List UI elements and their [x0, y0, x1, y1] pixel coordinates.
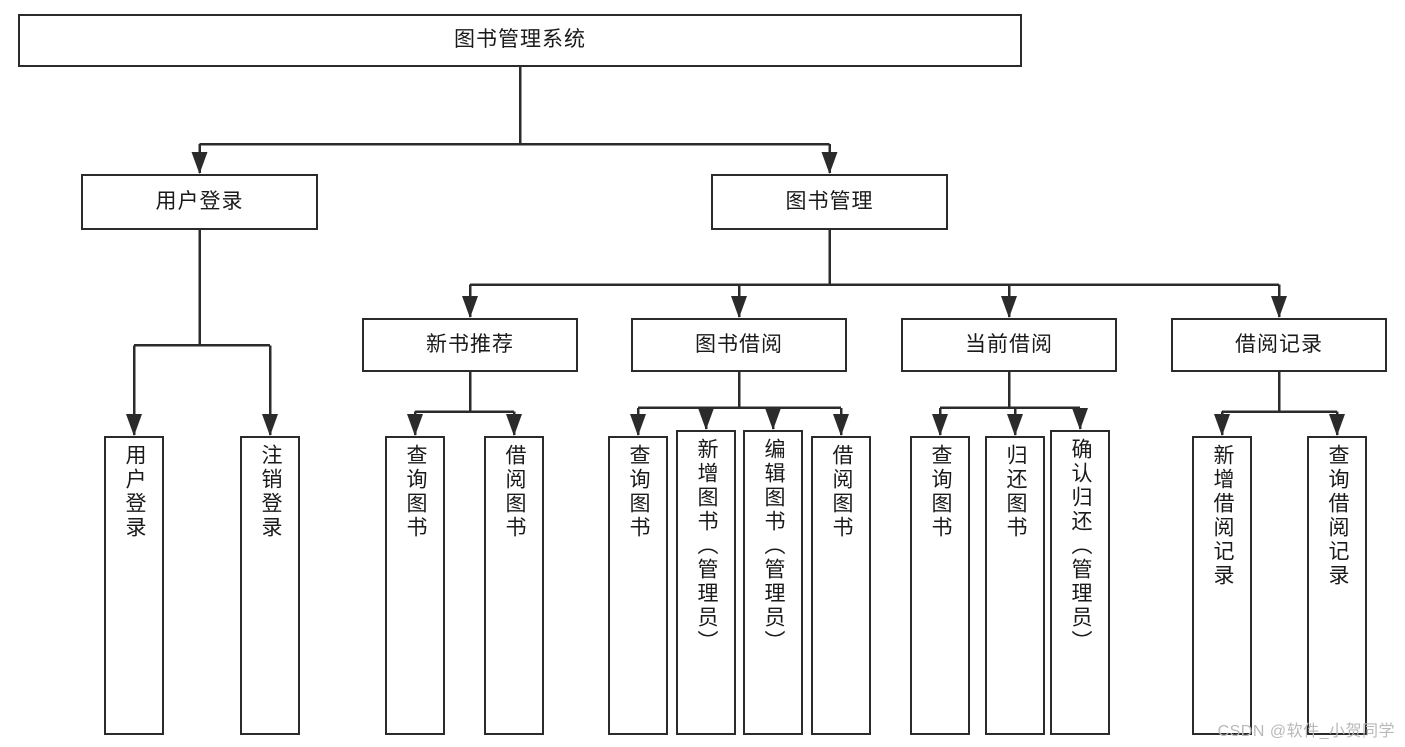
node-l4-borrow-book-a[interactable]: 借阅图书 — [484, 436, 544, 735]
node-root[interactable]: 图书管理系统 — [18, 14, 1022, 67]
node-l4-query-record[interactable]: 查询借阅记录 — [1307, 436, 1367, 735]
node-l3-book-borrow[interactable]: 图书借阅 — [631, 318, 847, 372]
node-l4-add-book[interactable]: 新增图书（管理员） — [676, 430, 736, 735]
node-l4-query-book-c[interactable]: 查询图书 — [910, 436, 970, 735]
node-label: 查询图书 — [627, 444, 651, 540]
node-l4-query-book-a[interactable]: 查询图书 — [385, 436, 445, 735]
node-l4-confirm-ret[interactable]: 确认归还（管理员） — [1050, 430, 1110, 735]
node-l3-loan-records[interactable]: 借阅记录 — [1171, 318, 1387, 372]
node-label: 确认归还（管理员） — [1069, 438, 1093, 654]
node-label: 当前借阅 — [965, 332, 1053, 356]
node-label: 图书管理 — [785, 189, 874, 213]
node-l4-user-login[interactable]: 用户登录 — [104, 436, 164, 735]
node-label: 编辑图书（管理员） — [762, 438, 786, 654]
node-label: 图书管理系统 — [454, 28, 586, 52]
node-label: 用户登录 — [155, 189, 244, 213]
node-label: 新增借阅记录 — [1211, 444, 1235, 588]
node-label: 图书借阅 — [695, 332, 783, 356]
node-l2-book-mgmt[interactable]: 图书管理 — [711, 174, 948, 230]
node-label: 归还图书 — [1004, 444, 1028, 540]
node-l4-query-book-b[interactable]: 查询图书 — [608, 436, 668, 735]
node-label: 用户登录 — [123, 444, 147, 540]
node-label: 查询图书 — [929, 444, 953, 540]
node-l4-add-record[interactable]: 新增借阅记录 — [1192, 436, 1252, 735]
node-l4-edit-book[interactable]: 编辑图书（管理员） — [743, 430, 803, 735]
node-label: 借阅记录 — [1235, 332, 1323, 356]
node-l4-user-logout[interactable]: 注销登录 — [240, 436, 300, 735]
node-label: 借阅图书 — [830, 444, 854, 540]
node-label: 注销登录 — [259, 444, 283, 540]
node-label: 新书推荐 — [426, 332, 514, 356]
node-label: 借阅图书 — [503, 444, 527, 540]
node-l3-current-loan[interactable]: 当前借阅 — [901, 318, 1117, 372]
node-label: 查询图书 — [404, 444, 428, 540]
node-l4-return-book[interactable]: 归还图书 — [985, 436, 1045, 735]
node-l2-user-login[interactable]: 用户登录 — [81, 174, 318, 230]
node-label: 新增图书（管理员） — [695, 438, 719, 654]
node-l4-borrow-book-b[interactable]: 借阅图书 — [811, 436, 871, 735]
node-label: 查询借阅记录 — [1326, 444, 1350, 588]
node-l3-new-book-rec[interactable]: 新书推荐 — [362, 318, 578, 372]
